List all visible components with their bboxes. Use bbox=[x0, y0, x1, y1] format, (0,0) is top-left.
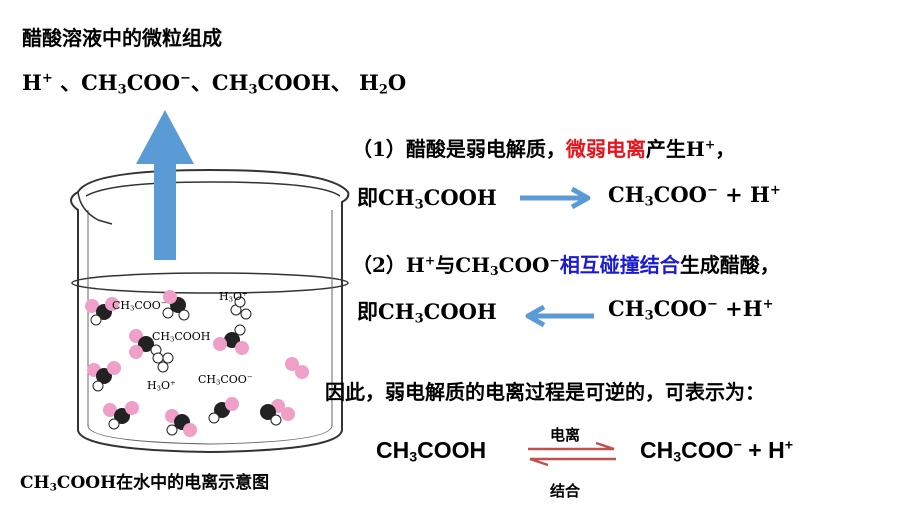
separator: 、 bbox=[190, 70, 212, 95]
particle-water: H2O bbox=[359, 70, 407, 98]
particle-acetic-acid: CH3COOH bbox=[211, 70, 331, 98]
particle-h: H+ bbox=[22, 70, 53, 95]
equation-1-left: 即CH3COOH bbox=[357, 185, 497, 213]
point-1: （1）醋酸是弱电解质，微弱电离产生H+， bbox=[352, 136, 736, 161]
label-ionization: 电离 bbox=[550, 426, 581, 444]
separator: 、 bbox=[60, 70, 82, 95]
particle-acetate: CH3COO− bbox=[81, 70, 191, 98]
highlight-collision: 相互碰撞结合 bbox=[559, 253, 680, 277]
particle-list: H+ 、CH3COO−、CH3COOH、 H2O bbox=[22, 67, 406, 97]
conclusion-text: 因此，弱电解质的电离过程是可逆的，可表示为： bbox=[325, 380, 765, 404]
reversible-left: CH3COOH bbox=[376, 437, 487, 466]
arrow-right-icon bbox=[520, 186, 591, 210]
reversible-arrow-icon bbox=[528, 441, 616, 467]
label-combination: 结合 bbox=[550, 482, 581, 500]
water-surface bbox=[71, 272, 349, 294]
highlight-weak-ionization: 微弱电离 bbox=[565, 137, 646, 161]
reversible-right: CH3COO− + H+ bbox=[640, 437, 794, 466]
separator: 、 bbox=[330, 70, 352, 95]
label-acetate-1: CH3COO− bbox=[112, 298, 167, 313]
label-acetic-acid: CH3COOH bbox=[152, 330, 211, 344]
equation-2-right: CH3COO− +H+ bbox=[608, 296, 774, 324]
molecule-cluster bbox=[85, 290, 309, 437]
label-hydronium-2: H3O+ bbox=[147, 378, 176, 393]
equation-1-right: CH3COO− + H+ bbox=[608, 182, 781, 210]
beaker-illustration bbox=[70, 110, 350, 454]
arrow-up-icon bbox=[136, 110, 194, 260]
beaker-outline bbox=[70, 168, 350, 454]
arrow-left-icon bbox=[525, 304, 594, 328]
equation-2-left: 即CH3COOH bbox=[357, 299, 497, 327]
point-2: （2）H+与CH3COO−相互碰撞结合生成醋酸， bbox=[352, 252, 780, 279]
label-hydronium-1: H3O+ bbox=[219, 289, 248, 304]
figure-caption: CH3COOH在水中的电离示意图 bbox=[20, 473, 270, 494]
label-acetate-2: CH3COO− bbox=[198, 372, 253, 387]
page-title: 醋酸溶液中的微粒组成 bbox=[22, 26, 222, 50]
beaker-spout bbox=[77, 191, 113, 225]
